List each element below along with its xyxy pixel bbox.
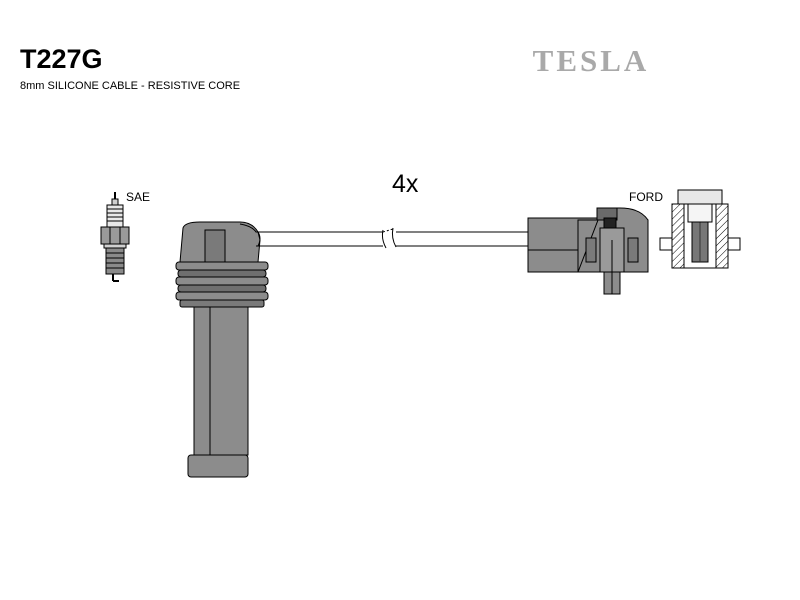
brand-logo: TESLA — [526, 43, 656, 79]
ford-label: FORD — [629, 190, 663, 204]
quantity-label: 4x — [392, 170, 419, 198]
sae-label: SAE — [126, 190, 151, 204]
spark-plug-icon — [100, 192, 130, 282]
ignition-cable — [239, 223, 528, 249]
plug-boot — [175, 221, 269, 478]
ford-terminal-icon — [659, 189, 741, 269]
brand-logo-text: TESLA — [533, 43, 650, 78]
coil-boot — [527, 207, 649, 295]
part-number: T227G — [20, 44, 103, 74]
product-subtitle: 8mm SILICONE CABLE - RESISTIVE CORE — [20, 80, 241, 92]
